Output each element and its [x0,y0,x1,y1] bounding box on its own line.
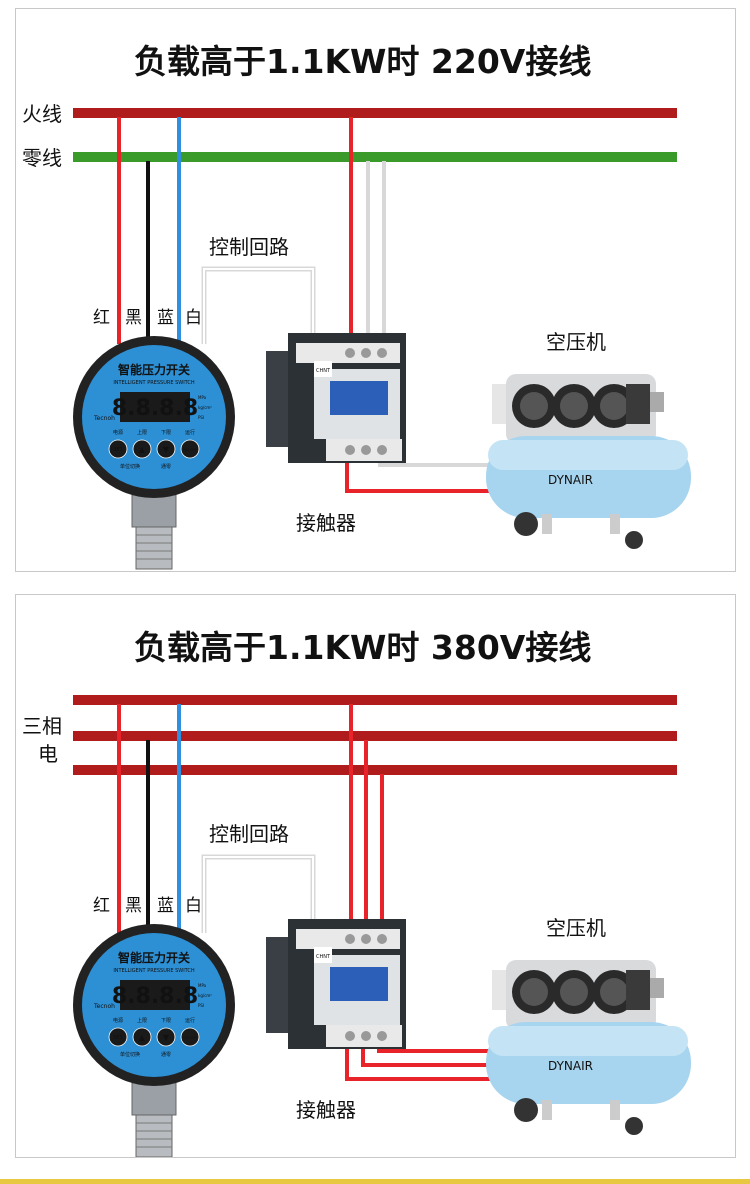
wire-label-red: 红 [93,308,110,328]
live-line [73,108,677,118]
wire-label-red: 红 [93,896,110,916]
compressor-brand: DYNAIR [548,1059,593,1073]
gauge-status-0: 电源 [113,429,123,436]
gauge-onoff-label: ON OFF [183,1036,196,1040]
phase-line-l3 [73,765,677,775]
gauge-status-0: 电源 [113,1017,123,1024]
gauge-subtitle: INTELLIGENT PRESSURE SWITCH [113,380,195,386]
gauge-down-button[interactable] [156,1027,176,1047]
bottom-accent-line [0,1179,750,1184]
contactor-brand: CHNT [316,368,331,374]
gauge-onoff-label: ON OFF [183,448,196,452]
contactor-logo-box [314,361,332,377]
gauge-up-button[interactable] [132,1027,152,1047]
gauge-stem [131,494,177,528]
neutral-line [73,152,677,162]
gauge-brand: Tecnoh [93,415,115,422]
contactor-label: 接触器 [296,1098,356,1122]
phase-line-l1 [73,695,677,705]
panel-title: 负载高于1.1KW时 380V接线 [134,628,591,667]
wire-label-blue: 蓝 [157,308,174,328]
panel-title: 负载高于1.1KW时 220V接线 [134,42,591,81]
contactor: CHNT [266,333,406,463]
gauge-status-3: 运行 [185,429,195,436]
gauge-set-button[interactable] [108,439,128,459]
gauge-status-2: 下限 [161,1017,171,1024]
air-compressor: DYNAIR [486,960,691,1135]
panel-380v: 负载高于1.1KW时 380V接线 三相 电 控制回路 红 黑 蓝 白 智能压力… [15,594,736,1158]
gauge-status-2: 下限 [161,429,171,436]
line-label-three-phase: 三相 [22,714,62,738]
gauge-subtitle: INTELLIGENT PRESSURE SWITCH [113,968,195,974]
gauge-onoff-button[interactable] [180,1027,200,1047]
gauge-hint-0: 单位切换 [120,1051,140,1058]
gauge-hint-0: 单位切换 [120,463,140,470]
gauge-unit-psi: PSI [198,415,204,420]
gauge-title: 智能压力开关 [117,950,190,965]
air-compressor: DYNAIR [486,374,691,549]
wiring-diagram-220v: 负载高于1.1KW时 220V接线 火线 零线 控制回路 红 黑 蓝 白 智能压… [22,42,691,570]
gauge-unit-mpa: MPa [198,983,207,988]
wire-label-blue: 蓝 [157,896,174,916]
gauge-onoff-button[interactable] [180,439,200,459]
gauge-display [120,980,190,1010]
gauge-status-1: 上限 [137,1017,147,1024]
gauge-unit-mpa: MPa [198,395,207,400]
contactor: CHNT [266,919,406,1049]
phase-line-l2 [73,731,677,741]
panel-220v: 负载高于1.1KW时 220V接线 火线 零线 控制回路 红 黑 蓝 白 智能压… [15,8,736,572]
contactor-brand: CHNT [316,954,331,960]
wiring-diagram-380v: 负载高于1.1KW时 380V接线 三相 电 控制回路 红 黑 蓝 白 智能压力… [22,628,691,1157]
gauge-status-1: 上限 [137,429,147,436]
gauge-status-3: 运行 [185,1017,195,1024]
pressure-switch: 智能压力开关 INTELLIGENT PRESSURE SWITCH Tecno… [73,336,235,570]
control-loop-label: 控制回路 [209,235,289,259]
compressor-brand: DYNAIR [548,473,593,487]
line-label-live: 火线 [22,102,62,126]
gauge-display [120,392,190,422]
wire-label-white: 白 [185,896,202,916]
wire-label-white: 白 [185,308,202,328]
gauge-unit-kg: kg/cm² [198,405,212,410]
gauge-up-label: ▲ [139,445,146,454]
wire-label-black: 黑 [125,308,142,328]
line-label-power: 电 [38,742,58,766]
gauge-set-label: SET [113,1035,123,1041]
output-wire-l1 [345,1035,496,1081]
gauge-brand: Tecnoh [93,1003,115,1010]
gauge-hint-1: 通零 [161,1051,171,1058]
compressor-label: 空压机 [546,330,606,354]
line-label-neutral: 零线 [22,146,62,170]
gauge-display-digits: 8.8.8.8 [112,984,198,1009]
gauge-unit-psi: PSI [198,1003,204,1008]
gauge-title: 智能压力开关 [117,362,190,377]
gauge-down-button[interactable] [156,439,176,459]
gauge-up-button[interactable] [132,439,152,459]
gauge-unit-kg: kg/cm² [198,993,212,998]
gauge-display-digits: 8.8.8.8 [112,396,198,421]
gauge-down-label: ▼ [163,1033,170,1042]
gauge-down-label: ▼ [163,445,170,454]
contactor-label: 接触器 [296,511,356,535]
pressure-switch: 智能压力开关 INTELLIGENT PRESSURE SWITCH Tecno… [73,924,235,1157]
gauge-up-label: ▲ [139,1033,146,1042]
gauge-hint-1: 通零 [161,463,171,470]
control-loop-label: 控制回路 [209,822,289,846]
gauge-set-button[interactable] [108,1027,128,1047]
wire-label-black: 黑 [125,896,142,916]
gauge-set-label: SET [113,447,123,453]
compressor-label: 空压机 [546,916,606,940]
